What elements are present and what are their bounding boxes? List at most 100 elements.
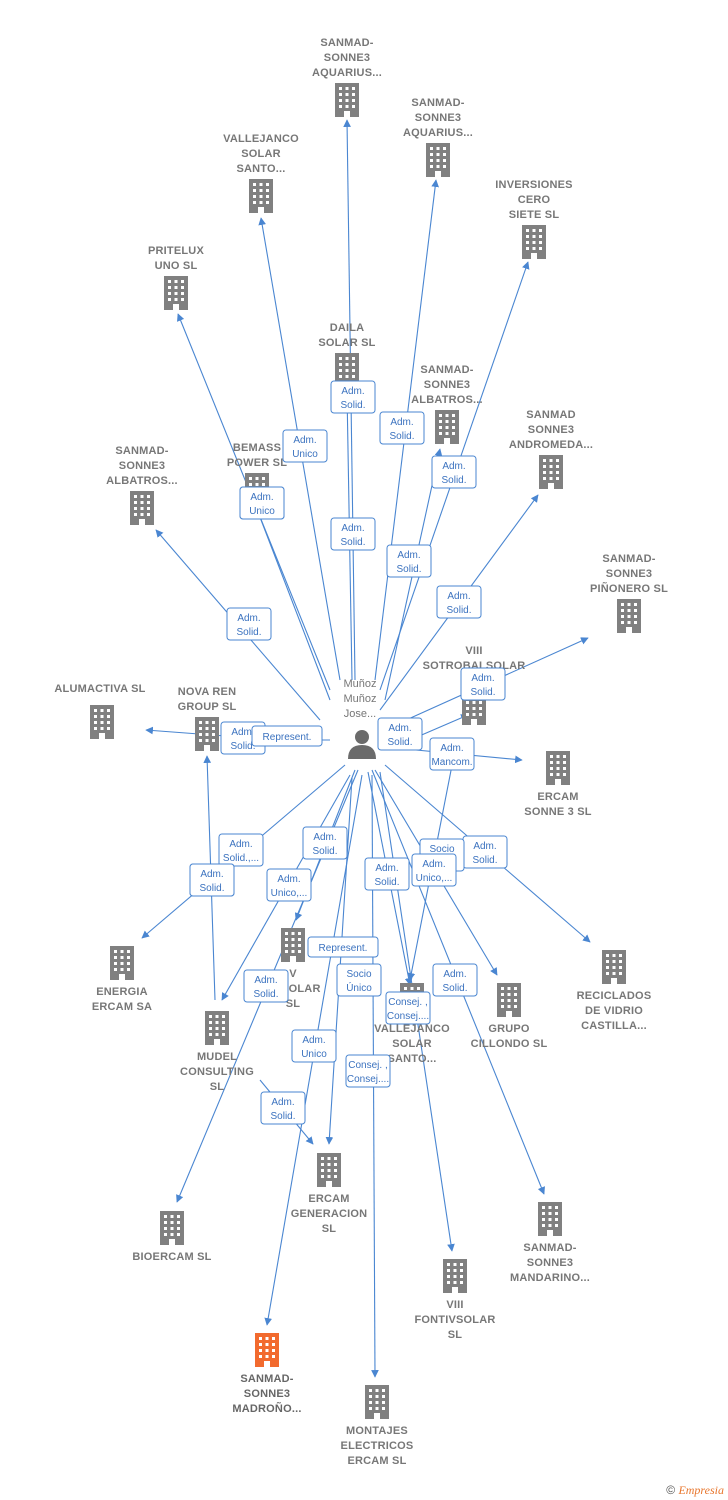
edge-label-text: Solid.: [312, 846, 337, 857]
company-name-line: MANDARINO...: [510, 1272, 590, 1284]
edge-role-label[interactable]: Adm.Solid.: [243, 969, 289, 1003]
edge-label-text: Solid.: [441, 475, 466, 486]
company-name-line: GRUPO: [488, 1023, 530, 1035]
edge-label-text: Adm.: [440, 743, 463, 754]
edge-role-label[interactable]: Adm.Unico,...: [266, 868, 312, 902]
footer-brand: © Empresia: [666, 1483, 724, 1498]
company-name-line: SOLAR: [392, 1038, 432, 1050]
edge-label-text: Solid.: [236, 627, 261, 638]
edge-role-label[interactable]: Adm.Solid.: [460, 667, 506, 701]
edge-label-text: Adm.: [388, 723, 411, 734]
edge-label-text: Solid.: [396, 564, 421, 575]
company-node-alumactiva[interactable]: ALUMACTIVA SL: [54, 683, 145, 739]
edge-role-label[interactable]: Consej. ,Consej....: [345, 1054, 391, 1088]
edge-label-box: [243, 969, 289, 1003]
edge-role-label[interactable]: Adm.Solid.: [436, 585, 482, 619]
building-icon: [281, 928, 305, 962]
edge-label-text: Adm.: [231, 727, 254, 738]
edge-label-box: [336, 963, 382, 997]
edge-label-box: [189, 863, 235, 897]
edge-label-text: Solid.: [472, 855, 497, 866]
company-name-line: SANMAD-: [523, 1242, 576, 1254]
company-node-pritelux[interactable]: PRITELUX UNO SL: [148, 245, 204, 310]
edge-label-text: Consej. ,: [348, 1060, 387, 1071]
edge-label-text: Solid.: [230, 741, 255, 752]
brand-name: Empresia: [678, 1483, 724, 1497]
edge-role-label[interactable]: Adm.Solid.: [260, 1091, 306, 1125]
company-name-line: BIOERCAM SL: [132, 1251, 211, 1263]
company-node-bioercam[interactable]: BIOERCAM SL: [132, 1211, 211, 1263]
company-node-aquarius2[interactable]: SANMAD-SONNE3AQUARIUS...: [403, 97, 473, 177]
company-name-line: SANMAD-: [420, 364, 473, 376]
edge-role-label[interactable]: Adm.Solid.: [379, 411, 425, 445]
edge-role-label[interactable]: Adm.Unico: [282, 429, 328, 463]
copyright-icon: ©: [666, 1483, 676, 1497]
edge-role-label[interactable]: Adm.Mancom.: [429, 737, 475, 771]
edge-role-label[interactable]: Adm.Solid.: [377, 717, 423, 751]
company-name-line: PRITELUX: [148, 245, 204, 257]
building-icon: [130, 491, 154, 525]
company-node-andromeda[interactable]: SANMADSONNE3ANDROMEDA...: [509, 409, 593, 489]
edge-label-box: [239, 486, 285, 520]
edge-label-text: Único: [346, 981, 372, 994]
edge-label-text: Adm.: [447, 591, 470, 602]
edge-label-box: [379, 411, 425, 445]
company-name-line: SANMAD-: [320, 37, 373, 49]
edge-role-label[interactable]: Adm.Solid.: [330, 517, 376, 551]
edge-role-label[interactable]: Adm.Solid.: [364, 857, 410, 891]
edge-role-label[interactable]: Adm.Unico: [239, 486, 285, 520]
edge-role-label[interactable]: Represent.: [307, 936, 379, 958]
company-name-line: CONSULTING: [180, 1066, 254, 1078]
edge-role-label[interactable]: Adm.Unico: [291, 1029, 337, 1063]
edge-label-box: [345, 1054, 391, 1088]
edge-role-label[interactable]: Represent.: [251, 725, 323, 747]
company-node-albatros1[interactable]: SANMAD-SONNE3ALBATROS...: [411, 364, 483, 444]
company-node-aquarius1[interactable]: SANMAD-SONNE3AQUARIUS...: [312, 37, 382, 117]
company-name-line: GENERACION: [291, 1208, 368, 1220]
edge-label-text: Solid.: [199, 883, 224, 894]
edge-role-label[interactable]: Adm.Solid.: [386, 544, 432, 578]
company-node-albatros2[interactable]: SANMAD-SONNE3ALBATROS...: [106, 445, 178, 525]
edge-role-label[interactable]: Adm.Solid.,...: [218, 833, 264, 867]
company-name-line: VALLEJANCO: [374, 1023, 450, 1035]
company-name-line: ERCAM SA: [92, 1001, 152, 1013]
edge-role-label[interactable]: Adm.Solid.: [226, 607, 272, 641]
edge-label-text: Adm.: [229, 839, 252, 850]
edge-line: [325, 777, 353, 1145]
building-icon: [539, 455, 563, 489]
edge-role-label[interactable]: Adm.Solid.: [189, 863, 235, 897]
edge-label-text: Unico: [292, 449, 318, 460]
company-node-mandarino[interactable]: SANMAD-SONNE3MANDARINO...: [510, 1202, 590, 1284]
edge-role-label[interactable]: Adm.Solid.: [462, 835, 508, 869]
company-node-vallejanco1[interactable]: VALLEJANCOSOLARSANTO...: [223, 133, 299, 213]
company-name-line: SANMAD-: [240, 1373, 293, 1385]
company-name-line: SONNE3: [528, 424, 574, 436]
edge-role-label[interactable]: Consej. ,Consej....: [385, 991, 431, 1025]
company-node-madrono[interactable]: SANMAD-SONNE3MADROÑO...: [232, 1333, 301, 1415]
company-name-line: UNO SL: [155, 260, 198, 272]
company-name-line: SOLAR: [241, 148, 281, 160]
edge-label-box: [251, 725, 323, 747]
edge-role-label[interactable]: Adm.Solid.: [431, 455, 477, 489]
company-node-vallejanco2[interactable]: VALLEJANCOSOLARSANTO...: [374, 983, 450, 1065]
edge-role-label[interactable]: Adm.Solid.: [330, 380, 376, 414]
edge-role-label[interactable]: Adm.Solid.: [432, 963, 478, 997]
edge-role-label[interactable]: Adm.Solid.: [302, 826, 348, 860]
edge-role-label[interactable]: Adm.Unico,...: [411, 853, 457, 887]
